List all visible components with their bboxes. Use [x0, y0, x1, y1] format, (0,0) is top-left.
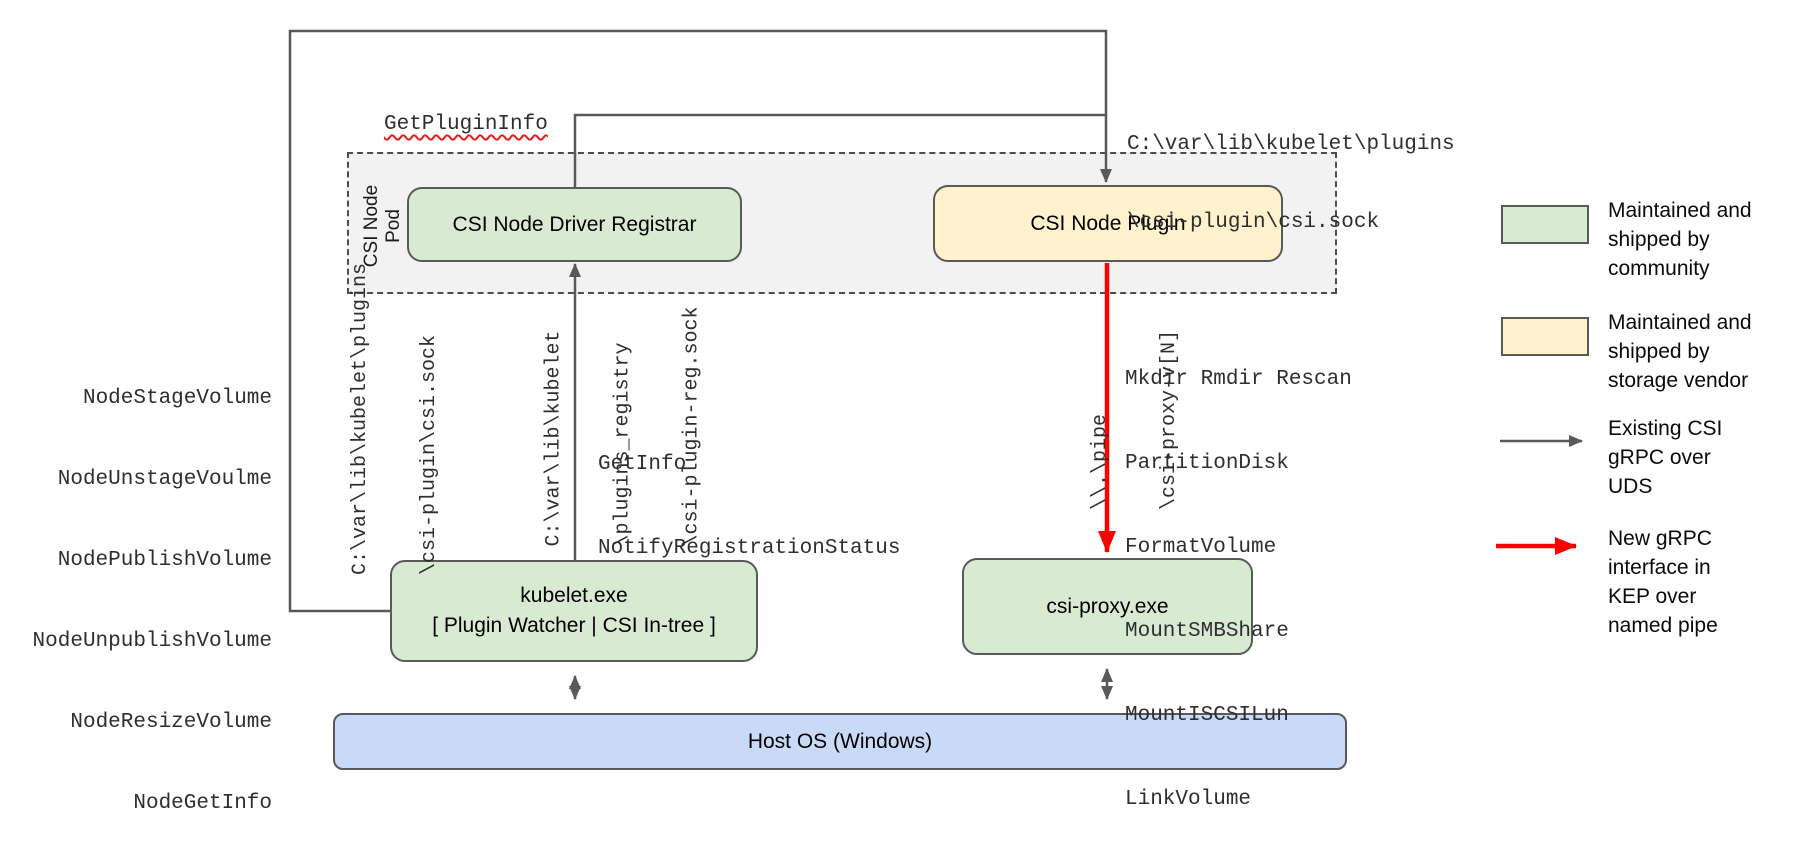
legend-line: shipped by	[1608, 340, 1710, 363]
rpc-item: NodeUnpublishVolume	[32, 630, 272, 653]
legend-line: KEP over	[1608, 585, 1697, 608]
host-os-box: Host OS (Windows)	[333, 713, 1347, 770]
rpc-item: NodeGetInfo	[133, 792, 272, 815]
legend-line: interface in	[1608, 556, 1711, 579]
legend-line: UDS	[1608, 475, 1653, 498]
rpc-item: NodeUnstageVoulme	[57, 468, 272, 491]
named-pipe-label: \\.\pipe \csi-proxy-v[N]	[1043, 320, 1181, 510]
kubelet-label-line2: [ Plugin Watcher | CSI In-tree ]	[432, 614, 716, 637]
legend-line: Maintained and	[1608, 199, 1752, 222]
path-line: C:\var\lib\kubelet\plugins	[1127, 133, 1455, 156]
legend-line: gRPC over	[1608, 446, 1711, 469]
path-line: \\.\pipe	[1089, 413, 1112, 510]
path-line: \csi-plugin\csi.sock	[1127, 211, 1380, 234]
legend-community-swatch	[1501, 205, 1589, 244]
legend-line: shipped by	[1608, 228, 1710, 251]
rpc-item: NodePublishVolume	[57, 549, 272, 572]
rpc-item: NodeStageVolume	[82, 387, 272, 410]
registry-sock-path-label: C:\var\lib\kubelet \plugins_registry \cs…	[497, 295, 704, 547]
registration-rpc-label: GetInfo NotifyRegistrationStatus	[598, 395, 900, 619]
rpc-item: LinkVolume	[1125, 788, 1252, 811]
legend-vendor-text: Maintained and shipped by storage vendor	[1608, 308, 1752, 395]
csi-proxy-label: csi-proxy.exe	[1046, 594, 1169, 618]
rpc-item: NotifyRegistrationStatus	[598, 537, 901, 560]
legend-named-pipe-text: New gRPC interface in KEP over named pip…	[1608, 524, 1718, 640]
csi-node-plugin-label: CSI Node Plugin	[1030, 211, 1186, 235]
legend-community-text: Maintained and shipped by community	[1608, 196, 1752, 283]
rpc-item: GetInfo	[598, 453, 687, 476]
kubelet-box: kubelet.exe [ Plugin Watcher | CSI In-tr…	[390, 560, 758, 662]
rpc-item: MountSMBShare	[1125, 620, 1289, 643]
rpc-item: PartitionDisk	[1125, 452, 1289, 475]
kubelet-node-rpc-list: NodeStageVolume NodeUnstageVoulme NodePu…	[20, 331, 272, 842]
rpc-item: FormatVolume	[1125, 536, 1277, 559]
csi-proxy-box: csi-proxy.exe	[962, 558, 1253, 655]
legend-line: Maintained and	[1608, 311, 1752, 334]
get-plugin-info-label: GetPluginInfo	[384, 113, 548, 136]
csi-proxy-rpc-list: Mkdir Rmdir Rescan PartitionDisk FormatV…	[1125, 310, 1352, 842]
rpc-item: Mkdir Rmdir Rescan	[1125, 368, 1352, 391]
legend-line: storage vendor	[1608, 369, 1749, 392]
csi-node-driver-registrar-label: CSI Node Driver Registrar	[452, 212, 697, 236]
legend-line: Existing CSI	[1608, 417, 1723, 440]
legend-uds-text: Existing CSI gRPC over UDS	[1608, 414, 1722, 501]
kubelet-label-line1: kubelet.exe	[520, 584, 628, 607]
legend-line: community	[1608, 257, 1710, 280]
path-line: C:\var\lib\kubelet	[542, 330, 566, 547]
legend-line: New gRPC	[1608, 527, 1712, 550]
csi-sock-path-left-label: C:\var\lib\kubelet\plugins \csi-plugin\c…	[303, 245, 441, 575]
rpc-item: NodeResizeVolume	[70, 711, 272, 734]
csi-node-driver-registrar-box: CSI Node Driver Registrar	[407, 187, 742, 262]
csi-node-plugin-box: CSI Node Plugin	[933, 185, 1283, 262]
host-os-label: Host OS (Windows)	[747, 729, 933, 753]
path-line: C:\var\lib\kubelet\plugins	[349, 262, 372, 575]
csi-sock-path-top-label: C:\var\lib\kubelet\plugins \csi-plugin\c…	[1127, 80, 1455, 288]
path-line: \csi-plugin\csi.sock	[418, 334, 441, 575]
rpc-item: MountISCSILun	[1125, 704, 1289, 727]
legend-line: named pipe	[1608, 614, 1718, 637]
legend-vendor-swatch	[1501, 317, 1589, 356]
